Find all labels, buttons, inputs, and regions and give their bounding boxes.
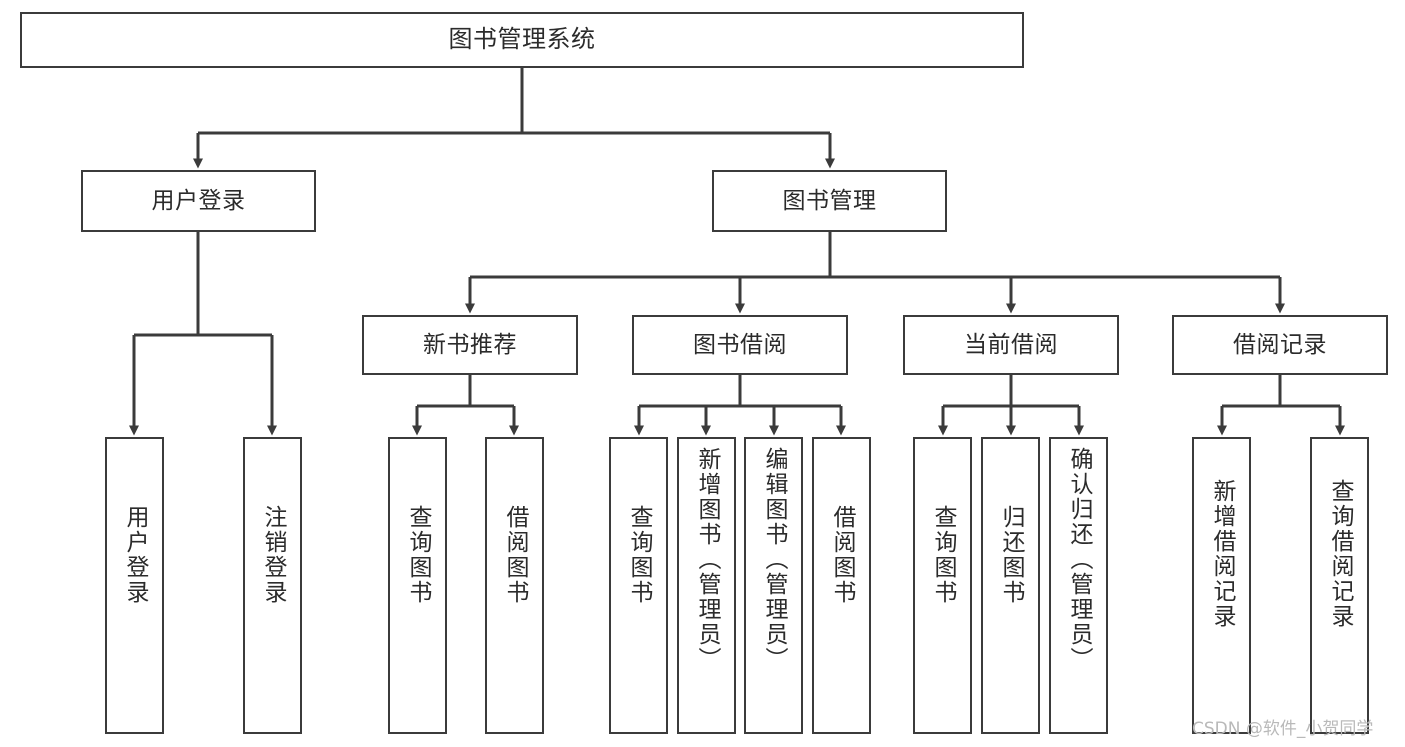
node-label: 新增图书（管理员） <box>694 447 720 672</box>
leaf-return-book[interactable]: 归还图书 <box>981 437 1040 734</box>
leaf-query-book-recommend[interactable]: 查询图书 <box>388 437 447 734</box>
node-new-book-recommendation[interactable]: 新书推荐 <box>362 315 578 375</box>
node-label: 注销登录 <box>260 505 286 605</box>
csdn-watermark: CSDN @软件_小贺同学 <box>1192 719 1374 739</box>
node-label: 确认归还（管理员） <box>1066 447 1092 672</box>
node-label: 查询图书 <box>626 505 652 605</box>
node-label: 借阅记录 <box>1233 331 1327 358</box>
node-label: 借阅图书 <box>829 505 855 605</box>
node-label: 图书管理 <box>782 187 877 214</box>
node-label: 查询图书 <box>405 505 431 605</box>
node-user-login[interactable]: 用户登录 <box>81 170 316 232</box>
node-label: 图书借阅 <box>693 331 787 358</box>
leaf-query-book-current[interactable]: 查询图书 <box>913 437 972 734</box>
leaf-user-login[interactable]: 用户登录 <box>105 437 164 734</box>
node-label: 编辑图书（管理员） <box>761 447 787 672</box>
node-label: 查询借阅记录 <box>1327 479 1353 629</box>
node-label: 当前借阅 <box>964 331 1058 358</box>
node-borrow-record[interactable]: 借阅记录 <box>1172 315 1388 375</box>
leaf-logout[interactable]: 注销登录 <box>243 437 302 734</box>
node-root-system[interactable]: 图书管理系统 <box>20 12 1024 68</box>
node-label: 新书推荐 <box>423 331 517 358</box>
node-book-borrow[interactable]: 图书借阅 <box>632 315 848 375</box>
node-label: 查询图书 <box>930 505 956 605</box>
leaf-query-borrow-record[interactable]: 查询借阅记录 <box>1310 437 1369 734</box>
node-label: 用户登录 <box>151 187 246 214</box>
leaf-edit-book-admin[interactable]: 编辑图书（管理员） <box>744 437 803 734</box>
node-label: 归还图书 <box>998 505 1024 605</box>
node-book-management[interactable]: 图书管理 <box>712 170 947 232</box>
leaf-borrow-book[interactable]: 借阅图书 <box>812 437 871 734</box>
leaf-borrow-book-recommend[interactable]: 借阅图书 <box>485 437 544 734</box>
node-label: 新增借阅记录 <box>1209 479 1235 629</box>
node-label: 用户登录 <box>122 505 148 605</box>
node-current-borrow[interactable]: 当前借阅 <box>903 315 1119 375</box>
node-label: 图书管理系统 <box>448 25 596 54</box>
leaf-confirm-return-admin[interactable]: 确认归还（管理员） <box>1049 437 1108 734</box>
leaf-add-borrow-record[interactable]: 新增借阅记录 <box>1192 437 1251 734</box>
leaf-add-book-admin[interactable]: 新增图书（管理员） <box>677 437 736 734</box>
node-label: 借阅图书 <box>502 505 528 605</box>
leaf-query-book-borrow[interactable]: 查询图书 <box>609 437 668 734</box>
